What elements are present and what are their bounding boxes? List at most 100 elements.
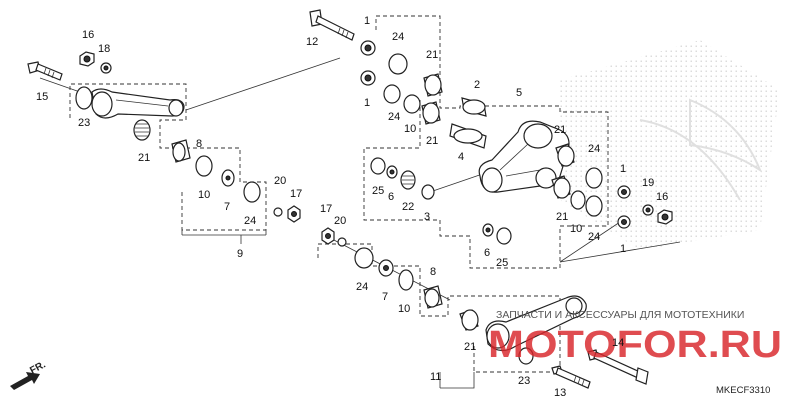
callout-23-lower: 23 <box>518 375 530 387</box>
arrow-icon <box>10 372 40 390</box>
collar-7-left <box>221 169 235 187</box>
callouts: 16 18 15 23 21 8 10 7 24 20 17 9 12 1 1 … <box>36 15 668 399</box>
nut-17-lower <box>321 227 335 245</box>
callout-9: 9 <box>237 248 243 260</box>
collar-3 <box>421 184 435 200</box>
callout-12: 12 <box>306 36 318 48</box>
spacer-1-mid <box>360 70 376 86</box>
callout-13: 13 <box>554 387 566 399</box>
diagram-code: MKECF3310 <box>716 385 770 396</box>
spacer-1-right-a <box>617 185 631 199</box>
collar-2 <box>461 97 487 117</box>
spacer-1-right-b <box>617 215 631 229</box>
needle-bearing-21-lower <box>459 309 479 331</box>
callout-21-left: 21 <box>138 152 150 164</box>
watermark-brand: MOTOFOR.RU <box>488 324 782 366</box>
callout-25-center: 25 <box>372 185 384 197</box>
nut-17-left <box>287 205 301 223</box>
callout-24-left: 24 <box>244 215 256 227</box>
washer-18 <box>100 62 112 74</box>
washer-19 <box>642 204 654 216</box>
callout-24-right-a: 24 <box>588 143 600 155</box>
dust-seal-10-left <box>195 155 213 177</box>
callout-21-lower: 21 <box>464 341 476 353</box>
watermark: ЗАПЧАСТИ И АКСЕССУАРЫ ДЛЯ МОТОТЕХНИКИ MO… <box>488 309 782 366</box>
callout-3: 3 <box>424 211 430 223</box>
washer-20-lower <box>337 237 347 247</box>
group-outline-9 <box>69 83 267 244</box>
collar-7-lower <box>378 259 394 277</box>
front-direction-arrow: FR. <box>10 359 48 390</box>
collar-4 <box>449 123 487 149</box>
collar-6-center <box>386 165 398 179</box>
dust-seal-23-left <box>75 86 93 110</box>
callout-1-mid: 1 <box>364 97 370 109</box>
needle-bearing-21-top-a <box>423 73 443 97</box>
dust-seal-24-mid <box>383 84 401 104</box>
callout-21-top-a: 21 <box>426 49 438 61</box>
callout-6-right: 6 <box>484 247 490 259</box>
dust-seal-10-lower <box>398 269 414 291</box>
callout-24-lower: 24 <box>356 281 368 293</box>
needle-bearing-21-top-b <box>421 101 441 125</box>
collar-6-right <box>482 223 494 237</box>
callout-1-top: 1 <box>364 15 370 27</box>
needle-bearing-22 <box>400 170 416 190</box>
callout-18: 18 <box>98 43 110 55</box>
bolt-15 <box>27 61 63 81</box>
dust-seal-24-left <box>243 181 261 203</box>
callout-20-left: 20 <box>274 175 286 187</box>
callout-4: 4 <box>458 151 464 163</box>
callout-8-lower: 8 <box>430 266 436 278</box>
callout-14: 14 <box>612 337 624 349</box>
dust-seal-23-lower <box>518 347 534 365</box>
callout-17-left: 17 <box>290 188 302 200</box>
dust-seal-25-right <box>496 227 512 245</box>
callout-20-lower: 20 <box>334 215 346 227</box>
callout-16-left: 16 <box>82 29 94 41</box>
group-outline-11 <box>317 243 561 389</box>
callout-17-lower: 17 <box>320 203 332 215</box>
callout-10-lower: 10 <box>398 303 410 315</box>
callout-1-right-b: 1 <box>620 243 626 255</box>
callout-6-center: 6 <box>388 191 394 203</box>
emblem-watermark <box>560 40 780 250</box>
callout-8-left: 8 <box>196 138 202 150</box>
dust-seal-24-right-a <box>585 167 603 189</box>
callout-24-top: 24 <box>392 31 404 43</box>
callout-24-mid: 24 <box>388 111 400 123</box>
bolt-13 <box>551 365 591 389</box>
callout-10-right: 10 <box>570 223 582 235</box>
callout-10-left: 10 <box>198 189 210 201</box>
callout-15: 15 <box>36 91 48 103</box>
needle-bearing-21-right-a <box>555 143 575 167</box>
callout-11: 11 <box>430 371 441 383</box>
callout-23-left: 23 <box>78 117 90 129</box>
direction-label: FR. <box>28 359 48 376</box>
callout-21-top-b: 21 <box>426 135 438 147</box>
watermark-caption: ЗАПЧАСТИ И АКСЕССУАРЫ ДЛЯ МОТОТЕХНИКИ <box>496 309 744 321</box>
needle-bearing-21-left <box>133 119 151 141</box>
callout-7-lower: 7 <box>382 291 388 303</box>
bolt-14 <box>587 349 649 385</box>
washer-20-left <box>273 207 283 217</box>
dust-seal-10-right <box>570 190 586 210</box>
bolt-12 <box>309 9 355 41</box>
callout-22: 22 <box>402 201 414 213</box>
link-arm-left <box>91 88 185 119</box>
callout-1-right-a: 1 <box>620 163 626 175</box>
collar-8-left <box>171 139 191 163</box>
collar-8-lower <box>423 285 443 309</box>
dust-seal-24-lower <box>354 247 374 269</box>
callout-16-right: 16 <box>656 191 668 203</box>
callout-21-right-b: 21 <box>556 211 568 223</box>
group-outline-right-link <box>363 15 609 269</box>
callout-25-right: 25 <box>496 257 508 269</box>
callout-5: 5 <box>516 87 522 99</box>
callout-10-top: 10 <box>404 123 416 135</box>
link-arm-lower <box>485 295 587 352</box>
callout-2: 2 <box>474 79 480 91</box>
callout-21-right-a: 21 <box>554 124 566 136</box>
dust-seal-25-center <box>370 157 386 175</box>
